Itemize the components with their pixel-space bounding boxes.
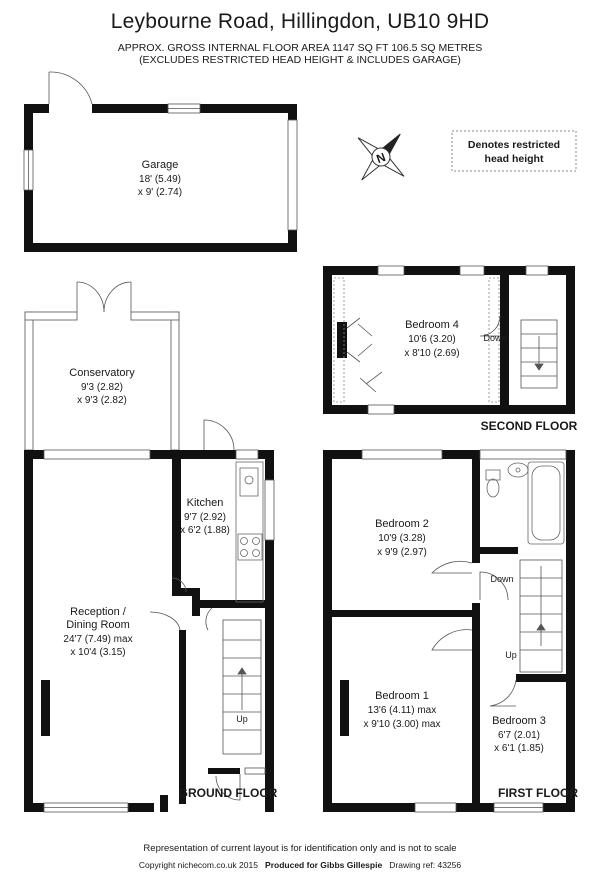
ground-floor-up-label: Up xyxy=(236,714,248,724)
bedroom1-name: Bedroom 1 xyxy=(375,690,429,702)
second-floor-walls xyxy=(323,266,575,414)
restricted-height-area xyxy=(333,277,500,403)
garage-name: Garage xyxy=(142,159,179,171)
plan-title: Leybourne Road, Hillingdon, UB10 9HD xyxy=(110,10,490,33)
bedroom4-dim1: 10'6 (3.20) xyxy=(408,334,456,345)
first-floor-label: FIRST FLOOR xyxy=(498,786,578,800)
ground-floor-windows xyxy=(43,449,275,813)
reception-dim1: 24'7 (7.49) max xyxy=(63,634,132,645)
compass-icon xyxy=(357,133,405,181)
first-floor-walls xyxy=(323,450,575,812)
legend-line1: Denotes restricted xyxy=(468,139,560,151)
copyright: Copyright nichecom.co.uk 2015 xyxy=(138,860,258,870)
kitchen-dim2: x 6'2 (1.88) xyxy=(180,525,230,536)
first-floor-doors xyxy=(431,560,517,707)
ground-floor-stairs xyxy=(222,619,262,755)
bedroom3-dim2: x 6'1 (1.85) xyxy=(494,743,544,754)
bedroom1-dim1: 13'6 (4.11) max xyxy=(368,705,436,716)
kitchen-dim1: 9'7 (2.92) xyxy=(184,512,226,523)
first-floor-down-label: Down xyxy=(490,574,513,584)
conservatory-dim2: x 9'3 (2.82) xyxy=(77,395,127,406)
bedroom3-name: Bedroom 3 xyxy=(492,715,546,727)
bathroom-fittings xyxy=(485,461,565,545)
kitchen-name: Kitchen xyxy=(187,497,224,509)
bedroom3-dim1: 6'7 (2.01) xyxy=(498,730,540,741)
garage-door xyxy=(48,71,93,105)
second-floor-down-label: Down xyxy=(483,333,506,343)
bedroom2-name: Bedroom 2 xyxy=(375,518,429,530)
bedroom2-dim2: x 9'9 (2.97) xyxy=(377,547,427,558)
restricted-height-legend xyxy=(451,130,577,172)
conservatory-walls xyxy=(24,311,180,451)
bedroom2-dim1: 10'9 (3.28) xyxy=(378,533,426,544)
bedroom4-dim2: x 8'10 (2.69) xyxy=(404,348,459,359)
ground-floor-doors xyxy=(149,419,241,801)
first-floor-windows xyxy=(361,449,567,813)
disclaimer: Representation of current layout is for … xyxy=(143,843,457,854)
second-floor-label: SECOND FLOOR xyxy=(481,419,578,433)
produced-for: Produced for Gibbs Gillespie xyxy=(265,860,383,870)
conservatory-dim1: 9'3 (2.82) xyxy=(81,382,123,393)
bedroom1-dim2: x 9'10 (3.00) max xyxy=(364,719,441,730)
kitchen-fittings xyxy=(235,461,264,603)
conservatory-name: Conservatory xyxy=(69,367,135,379)
ground-floor-label: GROUND FLOOR xyxy=(179,786,278,800)
conservatory-doors xyxy=(76,281,132,313)
reception-name-line2: Dining Room xyxy=(66,619,130,631)
second-floor-stairs xyxy=(520,319,558,389)
garage-windows xyxy=(23,103,298,231)
second-floor-windows xyxy=(367,265,549,415)
garage-dim1: 18' (5.49) xyxy=(139,174,181,185)
drawing-ref: Drawing ref: 43256 xyxy=(389,860,462,870)
second-floor-doors xyxy=(346,315,501,393)
bedroom4-name: Bedroom 4 xyxy=(405,319,459,331)
garage-dim2: x 9' (2.74) xyxy=(138,187,182,198)
first-floor-stairs xyxy=(519,559,563,673)
legend-line2: head height xyxy=(485,153,544,165)
credit-line: Copyright nichecom.co.uk 2015 Produced f… xyxy=(0,860,600,870)
floor-area-line: APPROX. GROSS INTERNAL FLOOR AREA 1147 S… xyxy=(117,42,483,54)
floor-area-note: (EXCLUDES RESTRICTED HEAD HEIGHT & INCLU… xyxy=(139,54,461,66)
ground-floor-walls xyxy=(24,450,274,812)
first-floor-up-label: Up xyxy=(505,650,517,660)
reception-dim2: x 10'4 (3.15) xyxy=(70,647,125,658)
reception-name-line1: Reception / xyxy=(70,606,127,618)
